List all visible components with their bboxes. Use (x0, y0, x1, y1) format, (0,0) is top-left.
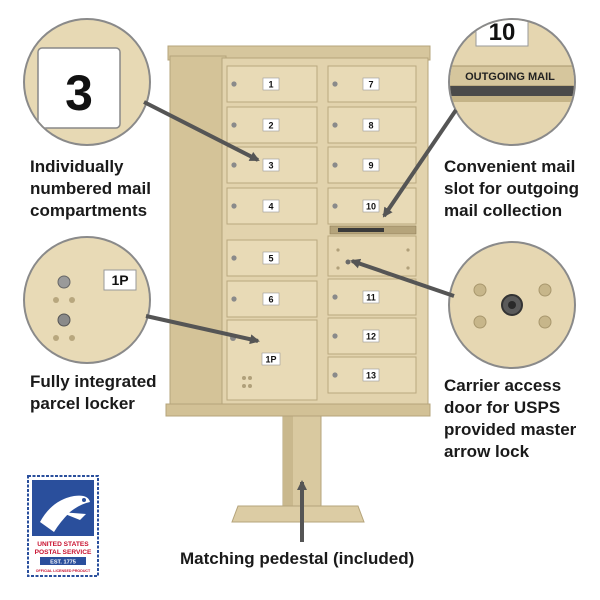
usps-licensed-logo: UNITED STATES POSTAL SERVICE EST. 1775 O… (27, 475, 99, 577)
caption-carrier-line-4: arrow lock (444, 442, 530, 461)
parcel-locker-door: 1P (226, 319, 318, 401)
door-number: 12 (366, 332, 376, 342)
door-number: 11 (366, 293, 376, 303)
eagle-icon (40, 495, 90, 532)
lock-icon (332, 372, 338, 378)
caption-pedestal-text: Matching pedestal (included) (180, 549, 415, 568)
caption-parcel-line-1: Fully integrated (30, 372, 157, 391)
door-number: 13 (366, 371, 376, 381)
lock-icon (231, 81, 237, 87)
lock-icon (231, 255, 237, 261)
lock-icon (231, 162, 237, 168)
compartment-door-1: 1 (226, 65, 318, 103)
pedestal (231, 411, 365, 523)
lock-icon (231, 122, 237, 128)
caption-slot-line-1: Convenient mail (444, 157, 576, 176)
logo-line-4: OFFICIAL LICENSED PRODUCT (36, 569, 91, 573)
outgoing-mail-label: OUTGOING MAIL (465, 71, 555, 83)
callout-parcel-badge: 1P (111, 272, 128, 288)
lock-icon (231, 296, 237, 302)
arrow-parcel (145, 314, 260, 345)
door-number: 6 (268, 295, 273, 305)
lock-icon (332, 333, 338, 339)
lock-icon (332, 122, 338, 128)
door-number: 9 (368, 161, 373, 171)
compartment-door-12: 12 (327, 317, 417, 355)
callout-number-badge: 3 (65, 65, 93, 121)
compartment-door-13: 13 (327, 356, 417, 394)
lock-icon (332, 294, 338, 300)
compartment-door-10: 10 (327, 187, 417, 225)
logo-line-1: UNITED STATES (37, 541, 89, 548)
outgoing-mail-slot (329, 225, 417, 235)
compartment-door-4: 4 (226, 187, 318, 225)
arrow-carrier (350, 258, 455, 298)
lock-icon (332, 203, 338, 209)
carrier-access-door (327, 235, 417, 277)
compartment-door-7: 7 (327, 65, 417, 103)
compartment-door-11: 11 (327, 278, 417, 316)
caption-numbered-line-2: numbered mail (30, 179, 151, 198)
caption-slot-line-2: slot for outgoing (444, 179, 580, 198)
caption-slot-line-3: mail collection (444, 201, 563, 220)
caption-numbered-line-3: compartments (30, 201, 148, 220)
caption-carrier: Carrier access door for USPS provided ma… (444, 375, 576, 463)
caption-numbered-line-1: Individually (30, 157, 124, 176)
caption-slot: Convenient mail slot for outgoing mail c… (444, 156, 579, 222)
caption-carrier-line-2: door for USPS (444, 398, 561, 417)
caption-parcel-line-2: parcel locker (30, 394, 135, 413)
door-number: 1 (268, 80, 273, 90)
caption-pedestal: Matching pedestal (included) (180, 548, 414, 570)
parcel-door-number: 1P (265, 355, 276, 365)
compartment-door-6: 6 (226, 280, 318, 318)
logo-line-3: EST. 1775 (50, 560, 76, 566)
door-number: 8 (368, 121, 373, 131)
lock-icon (332, 81, 338, 87)
lock-icon (231, 203, 237, 209)
logo-line-2: POSTAL SERVICE (35, 549, 92, 556)
caption-parcel: Fully integrated parcel locker (30, 371, 157, 415)
compartment-door-9: 9 (327, 146, 417, 184)
door-number: 3 (268, 161, 273, 171)
callout-carrier-circle (448, 241, 576, 369)
compartment-door-5: 5 (226, 239, 318, 277)
arrow-numbered (143, 100, 260, 162)
callout-arrows (143, 100, 458, 542)
door-number: 4 (268, 202, 273, 212)
callout-numbered-circle: 3 (23, 18, 151, 146)
callout-slot-number: 10 (489, 19, 516, 46)
caption-numbered: Individually numbered mail compartments (30, 156, 151, 222)
door-number: 7 (368, 80, 373, 90)
lock-icon (332, 162, 338, 168)
door-number: 10 (366, 202, 376, 212)
callout-slot-circle: 10 OUTGOING MAIL (448, 18, 576, 146)
compartment-door-8: 8 (327, 106, 417, 144)
door-number: 5 (268, 254, 273, 264)
compartment-door-2: 2 (226, 106, 318, 144)
arrow-slot (382, 108, 458, 218)
caption-carrier-line-1: Carrier access (444, 376, 562, 395)
callout-parcel-circle: 1P (23, 236, 151, 364)
door-number: 2 (268, 121, 273, 131)
caption-carrier-line-3: provided master (444, 420, 577, 439)
